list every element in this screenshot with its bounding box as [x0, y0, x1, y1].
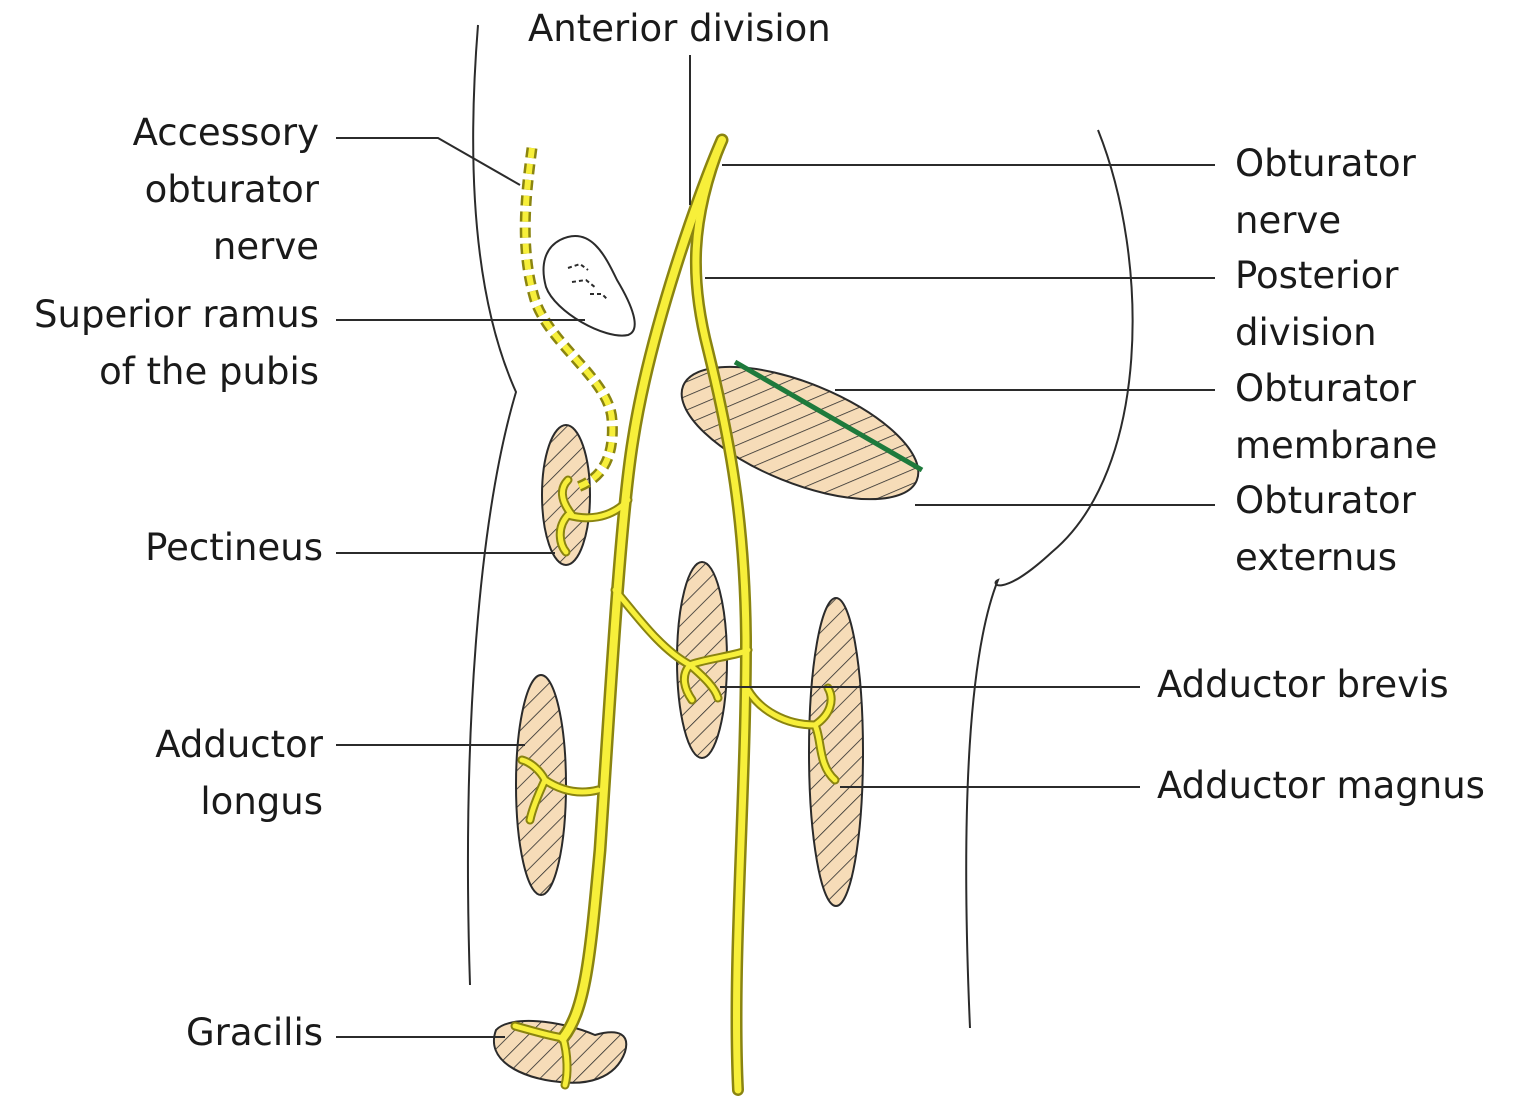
obturator-nerve-label: Obturator nerve	[1235, 135, 1416, 249]
anterior-division-label: Anterior division	[528, 0, 831, 57]
thigh-outline-right	[966, 130, 1132, 1028]
obturator-externus-label: Obturator externus	[1235, 472, 1416, 586]
obturator-externus-muscle	[664, 339, 935, 526]
leader-accessory	[336, 138, 520, 185]
adductor-brevis-label: Adductor brevis	[1157, 656, 1449, 713]
superior-ramus-label: Superior ramus of the pubis	[34, 286, 319, 400]
accessory-obturator-nerve-label: Accessory obturator nerve	[133, 104, 319, 275]
gracilis-label: Gracilis	[186, 1004, 323, 1061]
obturator-membrane-label: Obturator membrane	[1235, 360, 1437, 474]
adductor-magnus-label: Adductor magnus	[1157, 757, 1485, 814]
posterior-division-label: Posterior division	[1235, 247, 1399, 361]
adductor-longus-label: Adductor longus	[155, 716, 323, 830]
pectineus-label: Pectineus	[145, 519, 323, 576]
